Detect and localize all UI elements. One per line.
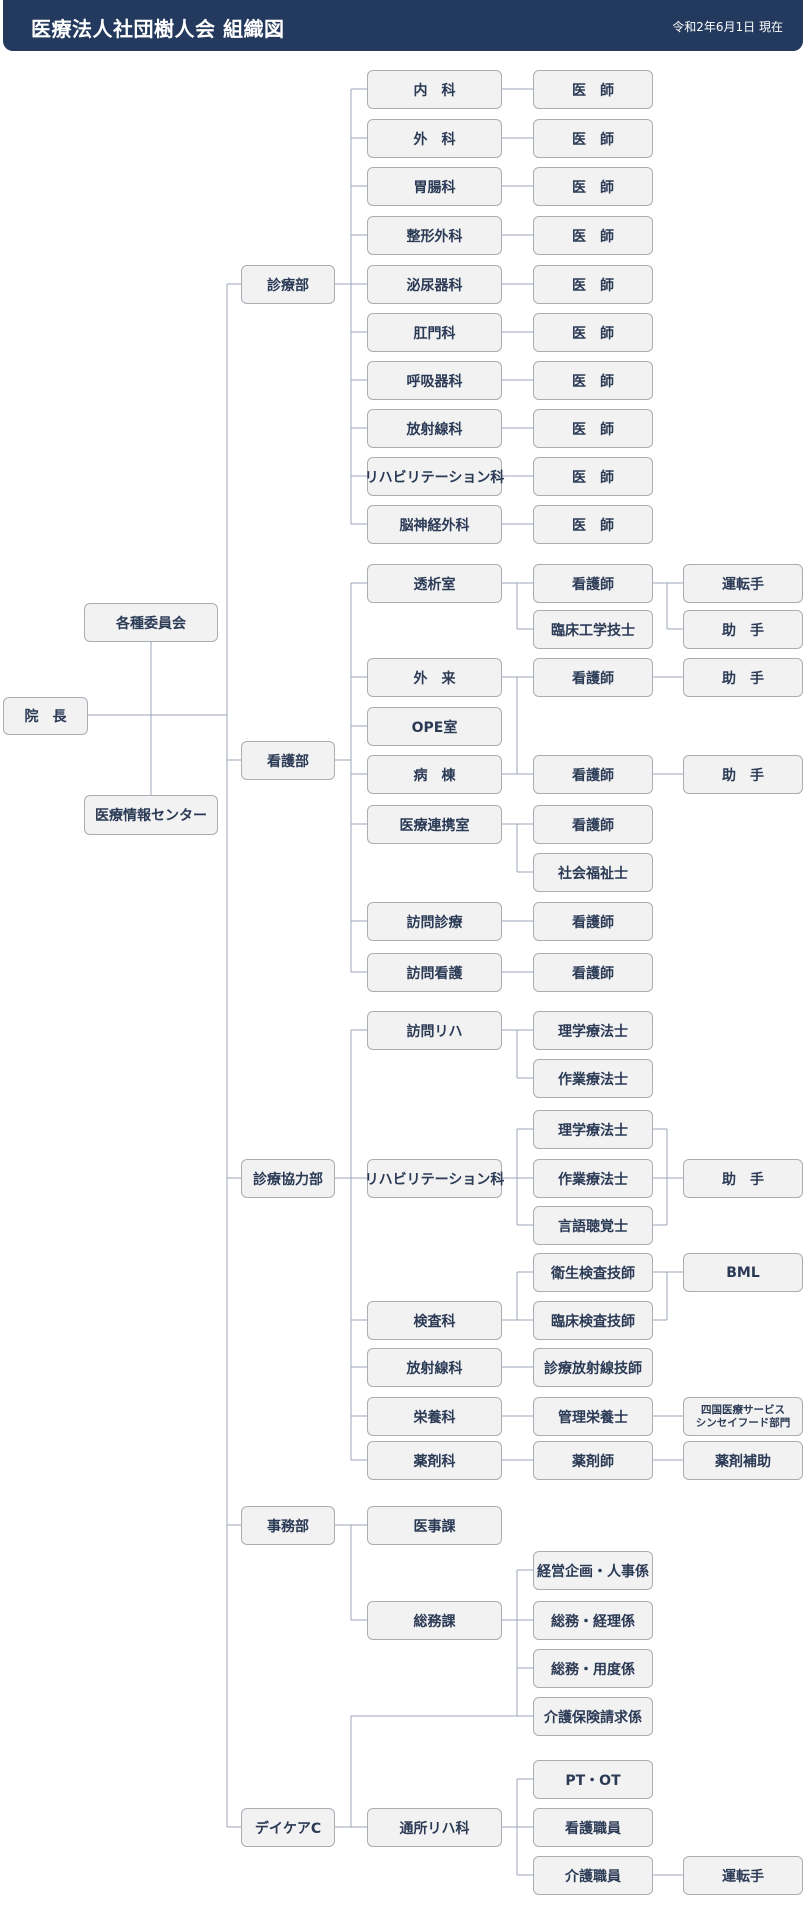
node-seikei: 整形外科 [367,216,502,255]
node-kensa: 検査科 [367,1301,502,1340]
node-ope: OPE室 [367,707,502,746]
node-hoshasen2: 放射線科 [367,1348,502,1387]
node-eiyou: 栄養科 [367,1397,502,1436]
node-pt-ot: PT・OT [533,1760,653,1799]
node-dept-kango: 看護部 [241,741,335,780]
node-nurse: 看護師 [533,902,653,941]
node-social-worker: 社会福祉士 [533,853,653,892]
node-kaigo-seikyu: 介護保険請求係 [533,1697,653,1736]
node-rinsho-kougaku: 臨床工学技士 [533,610,653,649]
node-doctor: 医 師 [533,70,653,109]
page-title: 医療法人社団樹人会 組織図 [31,17,285,41]
node-houmon-shinryo: 訪問診療 [367,902,502,941]
node-dept-jimu: 事務部 [241,1506,335,1545]
node-doctor: 医 師 [533,409,653,448]
node-ichou: 胃腸科 [367,167,502,206]
node-yakuzaishi: 薬剤師 [533,1441,653,1480]
node-nurse: 看護師 [533,953,653,992]
node-nurse: 看護師 [533,755,653,794]
node-pt: 理学療法士 [533,1110,653,1149]
node-dept-shinryo: 診療部 [241,265,335,304]
node-doctor: 医 師 [533,505,653,544]
node-dept-daycare: デイケアC [241,1808,335,1847]
node-kanri-eiyoushi: 管理栄養士 [533,1397,653,1436]
node-doctor: 医 師 [533,119,653,158]
node-hoshasen: 放射線科 [367,409,502,448]
node-toseki: 透析室 [367,564,502,603]
node-assistant: 助 手 [683,755,803,794]
node-kaigo-shokuin: 介護職員 [533,1856,653,1895]
node-ot: 作業療法士 [533,1159,653,1198]
node-shikoku-service: 四国医療サービス シンセイフード部門 [683,1397,803,1436]
node-nurse: 看護師 [533,658,653,697]
node-committees: 各種委員会 [84,603,218,642]
node-rinsho-kensa: 臨床検査技師 [533,1301,653,1340]
node-rehab: リハビリテーション科 [365,457,504,496]
node-director: 院 長 [3,697,88,735]
node-nurse: 看護師 [533,805,653,844]
node-doctor: 医 師 [533,457,653,496]
header-bar: 医療法人社団樹人会 組織図 令和2年6月1日 現在 [3,0,803,51]
node-doctor: 医 師 [533,361,653,400]
node-doctor: 医 師 [533,167,653,206]
node-yakuzai-hojo: 薬剤補助 [683,1441,803,1480]
node-koumon: 肛門科 [367,313,502,352]
node-renkei: 医療連携室 [367,805,502,844]
node-bml: BML [683,1253,803,1292]
node-assistant: 助 手 [683,658,803,697]
node-reha2: リハビリテーション科 [365,1159,504,1198]
node-iji: 医事課 [367,1506,502,1545]
node-doctor: 医 師 [533,313,653,352]
node-driver: 運転手 [683,564,803,603]
node-med-info-center: 医療情報センター [84,795,218,835]
node-doctor: 医 師 [533,216,653,255]
node-driver: 運転手 [683,1856,803,1895]
node-geka: 外 科 [367,119,502,158]
node-nurse: 看護師 [533,564,653,603]
node-tsusho-reha: 通所リハ科 [367,1808,502,1847]
node-gairai: 外 来 [367,658,502,697]
node-soumu-keiri: 総務・経理係 [533,1601,653,1640]
node-shinryo-hoshasen: 診療放射線技師 [533,1348,653,1387]
node-keiei: 経営企画・人事係 [533,1551,653,1590]
node-soumu-youdo: 総務・用度係 [533,1649,653,1688]
node-yakuzai: 薬剤科 [367,1441,502,1480]
node-kokyuki: 呼吸器科 [367,361,502,400]
node-eisei-kensa: 衛生検査技師 [533,1253,653,1292]
node-noushinkei: 脳神経外科 [367,505,502,544]
node-houmon-kango: 訪問看護 [367,953,502,992]
node-assistant: 助 手 [683,1159,803,1198]
node-kango-shokuin: 看護職員 [533,1808,653,1847]
node-naika: 内 科 [367,70,502,109]
node-hinyoki: 泌尿器科 [367,265,502,304]
node-houmon-reha: 訪問リハ [367,1011,502,1050]
node-assistant: 助 手 [683,610,803,649]
node-st: 言語聴覚士 [533,1206,653,1245]
node-ot: 作業療法士 [533,1059,653,1098]
node-dept-kyoryoku: 診療協力部 [241,1159,335,1198]
node-pt: 理学療法士 [533,1011,653,1050]
as-of-date: 令和2年6月1日 現在 [672,20,783,34]
node-soumu: 総務課 [367,1601,502,1640]
node-doctor: 医 師 [533,265,653,304]
node-byoto: 病 棟 [367,755,502,794]
